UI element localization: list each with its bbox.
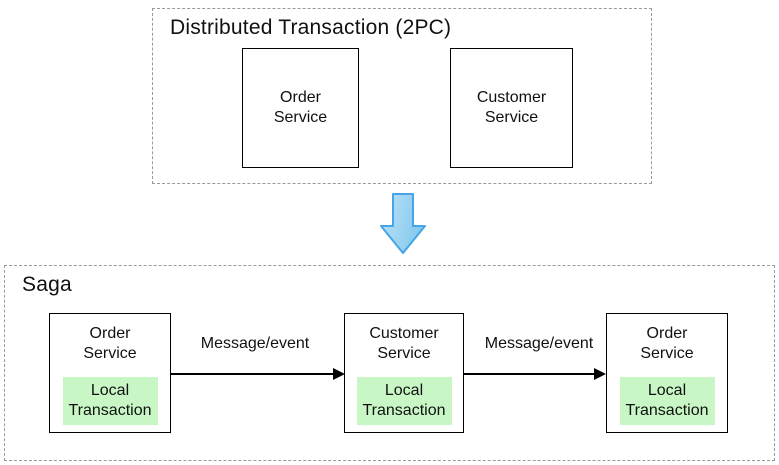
- saga-group: Saga Order Service Local Transaction Mes…: [4, 265, 775, 461]
- saga-group-title: Saga: [22, 273, 72, 296]
- saga-step-2-local-transaction-label: Local Transaction: [362, 381, 446, 419]
- message-event-arrow-2: [464, 368, 606, 380]
- 2pc-order-service-label: Order Service: [273, 88, 328, 126]
- saga-step-2-service-label: Customer Service: [369, 325, 439, 363]
- saga-step-1-local-transaction-box: Local Transaction: [62, 376, 158, 425]
- down-arrow-icon: [380, 193, 426, 254]
- 2pc-customer-service-label: Customer Service: [476, 88, 547, 126]
- 2pc-group: Distributed Transaction (2PC) Order Serv…: [152, 8, 652, 184]
- 2pc-group-title: Distributed Transaction (2PC): [170, 16, 452, 39]
- message-event-label-1: Message/event: [200, 335, 310, 352]
- saga-step-1-order-service-box: Order Service Local Transaction: [49, 313, 171, 433]
- message-event-arrow-1: [171, 368, 345, 380]
- 2pc-order-service-box: Order Service: [242, 48, 359, 168]
- saga-step-1-local-transaction-label: Local Transaction: [68, 381, 152, 419]
- saga-step-3-service-label: Order Service: [640, 325, 694, 363]
- saga-step-3-local-transaction-label: Local Transaction: [625, 381, 709, 419]
- saga-step-1-service-label: Order Service: [83, 325, 137, 363]
- saga-step-3-order-service-box: Order Service Local Transaction: [606, 313, 728, 433]
- 2pc-customer-service-box: Customer Service: [450, 48, 573, 168]
- message-event-label-2: Message/event: [484, 335, 594, 352]
- saga-step-2-customer-service-box: Customer Service Local Transaction: [344, 313, 464, 433]
- down-arrow-shape: [380, 193, 426, 254]
- saga-step-2-local-transaction-box: Local Transaction: [356, 376, 452, 425]
- saga-step-3-local-transaction-box: Local Transaction: [619, 376, 715, 425]
